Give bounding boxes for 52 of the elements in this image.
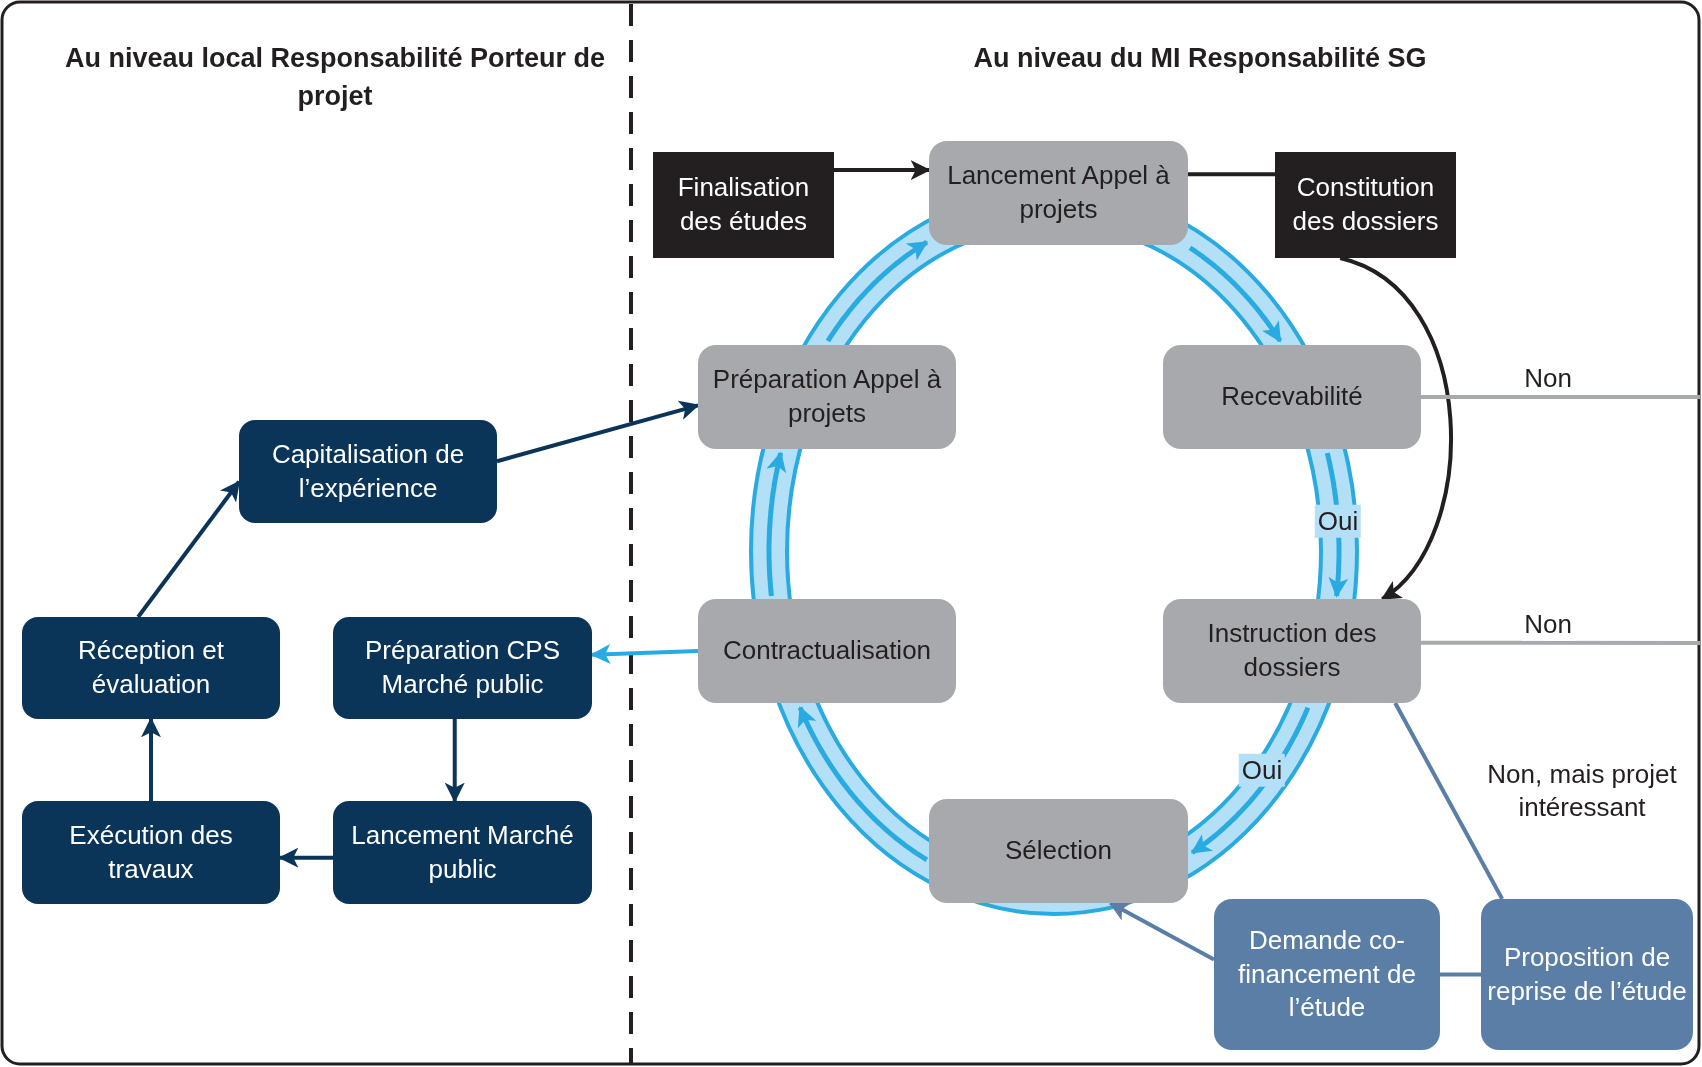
step-text: Exécution des travaux [68,818,234,886]
step-text: Capitalisation de l’expérience [270,437,466,505]
column-heading: Au niveau du MI Responsabilité SG [972,42,1428,75]
process-box [1275,152,1456,258]
process-box [1163,599,1421,703]
process-box [929,141,1188,245]
arrow [834,160,931,181]
arrow [766,451,787,597]
step-text: Préparation CPS Marché public [363,634,562,701]
step-text: Finalisation des études [676,171,811,238]
connector-line [1188,172,1275,177]
connector-line [1440,972,1481,977]
process-box [22,617,280,719]
connector-line [1421,395,1700,399]
step-text: Constitution des dossiers [1291,171,1440,238]
process-box [22,801,280,904]
arrow [278,847,333,868]
step-text: Contractualisation [722,634,932,668]
connector-line [1393,702,1504,900]
arrow [1108,901,1215,962]
step-text: Lancement Appel à projets [946,159,1171,226]
step-text: Lancement Marché public [350,818,575,886]
process-box [333,617,592,719]
arrow [141,717,161,801]
step-text: Instruction des dossiers [1206,617,1378,684]
process-box [1214,899,1440,1050]
arrow [496,400,700,464]
edge-label: Oui [1238,753,1286,787]
step-text: Préparation Appel à projets [711,363,943,430]
process-box [698,345,956,449]
edge-label: Oui [1314,504,1362,538]
arrow [444,719,465,803]
step-text: Proposition de reprise de l’étude [1487,940,1687,1008]
arrow [1188,245,1283,343]
connector-line [1421,640,1700,645]
arrow [590,644,699,665]
process-box [1481,899,1693,1050]
process-box [1163,345,1421,449]
column-heading: Au niveau local Responsabilité Porteur de projet [63,42,607,113]
step-text: Recevabilité [1221,380,1363,414]
process-box [333,801,592,904]
step-text: Demande co-financement de l’étude [1237,923,1417,1025]
arrow [1339,256,1453,601]
process-box [929,799,1188,903]
process-box [653,152,834,258]
step-text: Réception et évaluation [77,634,225,701]
step-text: Sélection [1005,834,1112,868]
arrow [825,240,929,343]
process-box [698,599,956,703]
arrow [797,706,929,862]
arrow [136,480,241,619]
process-box [239,420,497,523]
